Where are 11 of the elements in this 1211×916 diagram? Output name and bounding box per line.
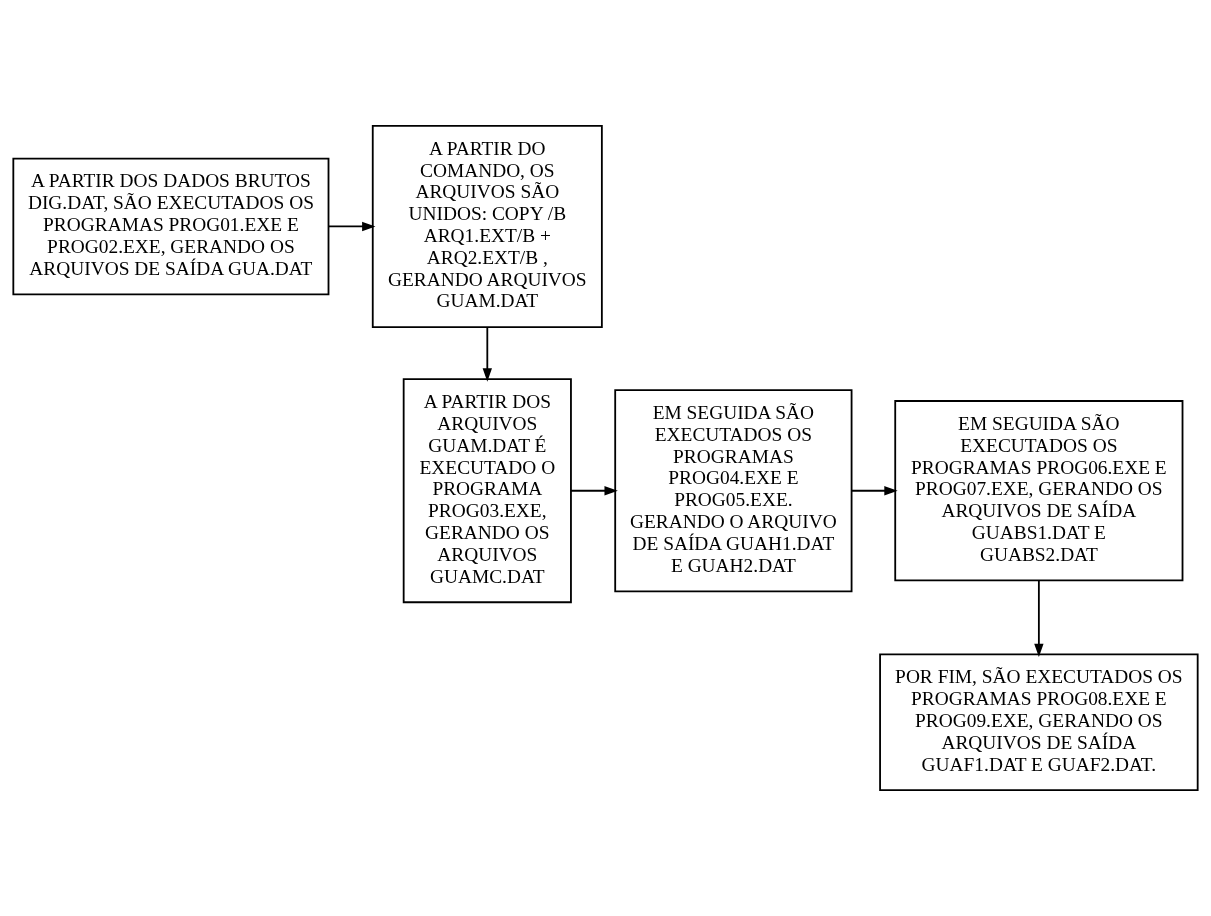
node-box: EM SEGUIDA SÃO EXECUTADOS OS PROGRAMAS PROG06.EXE E PROG07.EXE, GERANDO OS ARQUIVOS DE SAÍDA GUABS1.DAT E GUABS2.DAT <box>894 400 1184 582</box>
arrow <box>851 486 898 496</box>
arrow <box>327 221 376 232</box>
node-box: A PARTIR DO COMANDO, OS ARQUIVOS SÃO UNIDOS: COPY /B ARQ1.EXT/B + ARQ2.EXT/B , GERANDO ARQUIVOS GUAM.DAT <box>371 124 603 328</box>
arrow <box>570 486 618 496</box>
node-box: A PARTIR DOS DADOS BRUTOS DIG.DAT, SÃO EXECUTADOS OS PROGRAMAS PROG01.EXE E PROG02.EXE, GERANDO OS ARQUIVOS DE SAÍDA GUA.DAT <box>12 157 330 296</box>
node-box: EM SEGUIDA SÃO EXECUTADOS OS PROGRAMAS PROG04.EXE E PROG05.EXE. GERANDO O ARQUIVO DE SAÍDA GUAH1.DAT E GUAH2.DAT <box>614 389 853 593</box>
node-box: POR FIM, SÃO EXECUTADOS OS PROGRAMAS PROG08.EXE E PROG09.EXE, GERANDO OS ARQUIVOS DE SAÍDA GUAF1.DAT E GUAF2.DAT. <box>879 653 1199 792</box>
node-box: A PARTIR DOS ARQUIVOS GUAM.DAT É EXECUTADO O PROGRAMA PROG03.EXE, GERANDO OS ARQUIVOS GUAMC.DAT <box>402 378 572 604</box>
arrow <box>482 326 492 382</box>
arrow <box>1034 579 1044 658</box>
